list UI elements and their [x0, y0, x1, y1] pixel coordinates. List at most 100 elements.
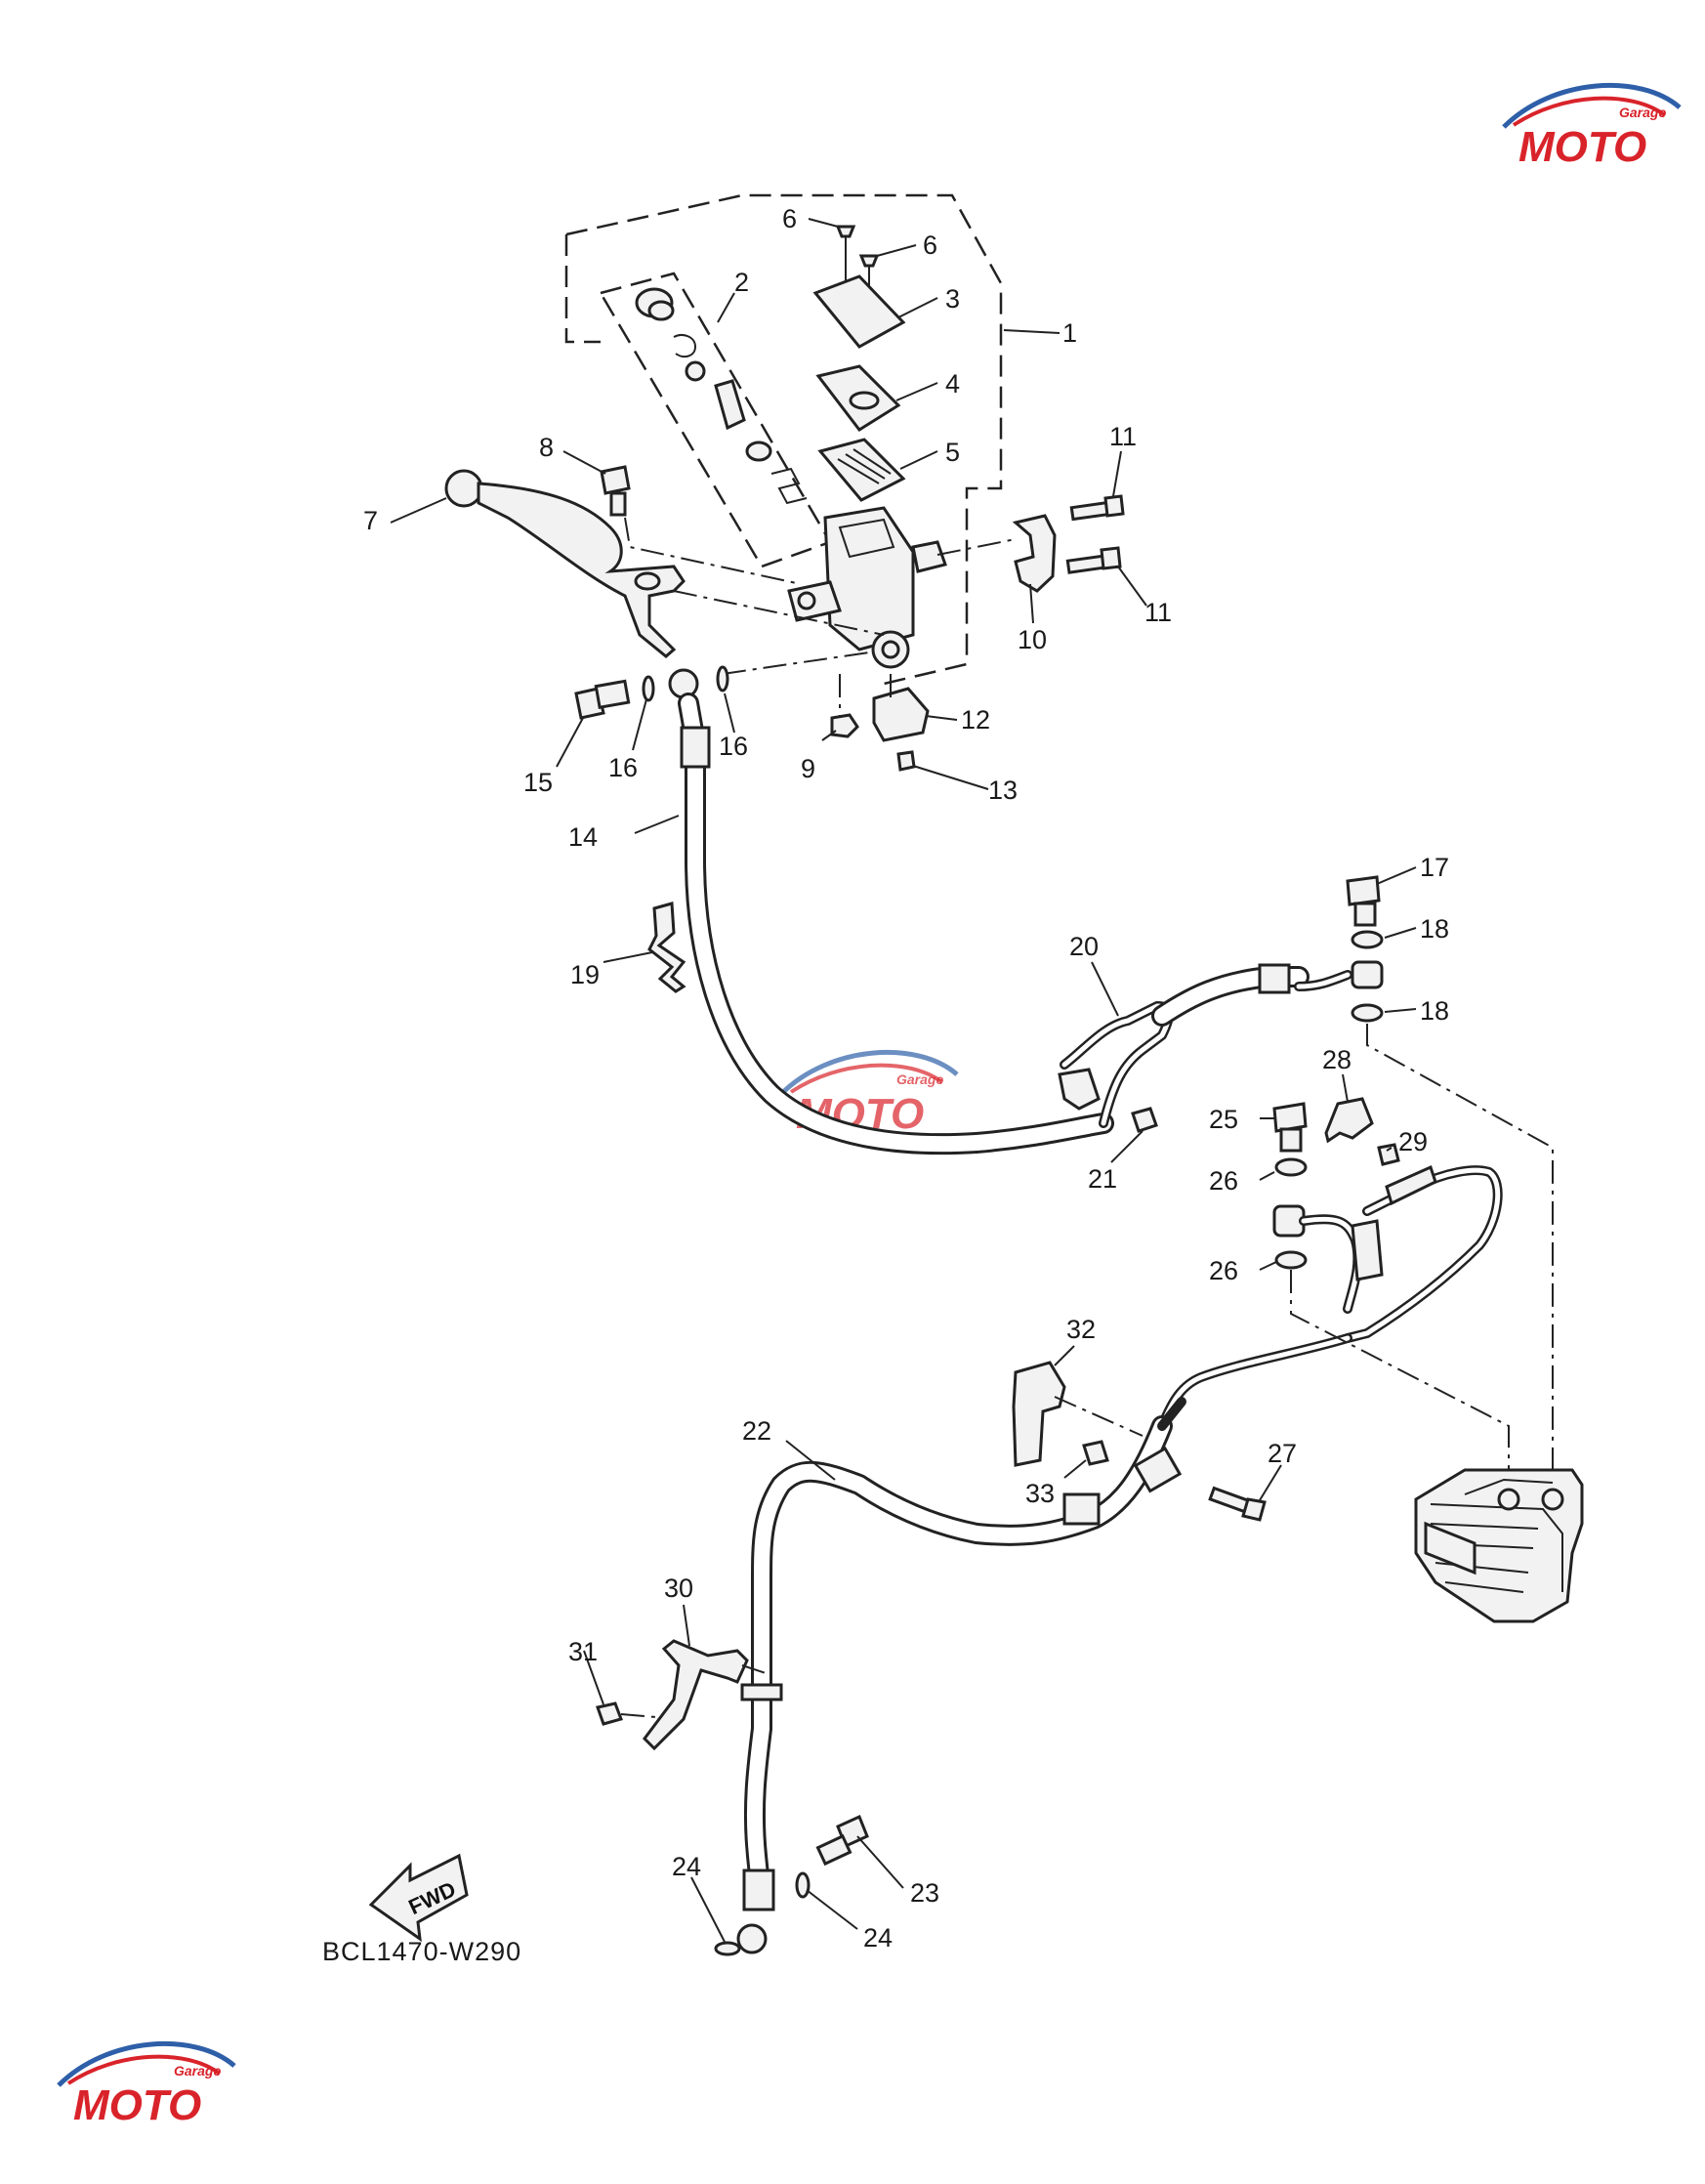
watermark-brand: MOTO — [1518, 123, 1646, 171]
callout-leaders — [390, 218, 1417, 1943]
callout-18a: 18 — [1420, 914, 1449, 944]
callout-7: 7 — [363, 506, 378, 535]
callout-22: 22 — [742, 1416, 771, 1446]
callout-14: 14 — [568, 822, 598, 852]
callout-1: 1 — [1062, 318, 1077, 348]
assembly-box-master-cylinder — [565, 193, 1003, 686]
watermark-brand: MOTO — [73, 2081, 201, 2129]
callout-3: 3 — [945, 284, 960, 314]
callout-10: 10 — [1018, 625, 1047, 654]
union-bolt-25 — [1272, 1102, 1308, 1153]
banjo-bolt-upper — [574, 679, 631, 720]
callout-19: 19 — [570, 960, 600, 989]
watermark-sub: Garage — [1619, 105, 1666, 120]
callout-2: 2 — [734, 268, 749, 297]
callout-11a: 11 — [1109, 422, 1137, 451]
callout-30: 30 — [664, 1574, 693, 1603]
callout-21: 21 — [1088, 1164, 1117, 1194]
callout-18b: 18 — [1420, 996, 1449, 1026]
copper-washer-18a — [1351, 930, 1384, 949]
switch-screw — [896, 750, 916, 772]
callout-32: 32 — [1066, 1315, 1096, 1344]
copper-washer-16b — [716, 665, 729, 693]
callout-28: 28 — [1322, 1045, 1352, 1074]
copper-washer-18b — [1351, 1003, 1384, 1023]
callout-26a: 26 — [1209, 1166, 1238, 1196]
callout-29: 29 — [1398, 1127, 1428, 1156]
stay-bolt-31 — [596, 1701, 623, 1726]
reservoir-cap — [812, 274, 906, 349]
callout-27: 27 — [1268, 1439, 1297, 1468]
callout-15: 15 — [523, 768, 553, 797]
callout-31: 31 — [568, 1637, 598, 1666]
callout-6b: 6 — [923, 231, 937, 260]
pipe-holder-28 — [1324, 1097, 1374, 1144]
pivot-nut — [830, 713, 859, 738]
reservoir-screw-6a — [835, 225, 856, 288]
master-cylinder-body — [787, 506, 947, 669]
callout-8: 8 — [539, 433, 554, 462]
callout-4: 4 — [945, 369, 960, 399]
pipe-holder-screw-29 — [1377, 1143, 1400, 1166]
union-bolt-17 — [1346, 875, 1381, 927]
assembly-box-left-edge — [564, 234, 601, 344]
callout-13: 13 — [988, 776, 1018, 805]
fwd-arrow-icon: FWD — [368, 1853, 469, 1943]
callout-24b: 24 — [863, 1923, 893, 1953]
copper-washer-24b — [795, 1871, 811, 1899]
grommet-bolt-27 — [1208, 1486, 1267, 1522]
copper-washer-24a — [714, 1941, 741, 1956]
callout-17: 17 — [1420, 853, 1449, 882]
clamp-bolt-11a — [1069, 494, 1125, 522]
hose-bracket — [1012, 1361, 1066, 1467]
banjo-fitting-upper — [1351, 960, 1384, 989]
copper-washer-16a — [642, 675, 655, 702]
callout-9: 9 — [801, 754, 815, 783]
handlebar-clamp — [1012, 514, 1057, 593]
guide-line-abs-lower — [1290, 1270, 1510, 1499]
copper-washer-26a — [1274, 1157, 1308, 1177]
callout-25: 25 — [1209, 1105, 1238, 1134]
guide-line-stay — [620, 1664, 772, 1718]
pipe-bolt-21 — [1131, 1107, 1158, 1133]
hose-support-stay — [643, 1639, 749, 1751]
guide-line-bracket — [1054, 1396, 1144, 1437]
callout-23: 23 — [910, 1878, 939, 1908]
brake-pipe-upper — [1058, 963, 1352, 1128]
callout-24a: 24 — [672, 1852, 701, 1881]
callout-5: 5 — [945, 438, 960, 467]
diagram-code: BCL1470-W290 — [322, 1937, 521, 1966]
guide-line-abs-upper — [1366, 1024, 1554, 1499]
callout-16a: 16 — [608, 753, 638, 782]
abs-hydraulic-unit — [1414, 1468, 1584, 1623]
diaphragm — [817, 438, 906, 502]
callout-20: 20 — [1069, 932, 1099, 961]
piston-kit-parts — [635, 287, 808, 505]
bracket-bolt-33 — [1082, 1440, 1109, 1466]
callout-11b: 11 — [1144, 598, 1172, 627]
watermark-sub: Garage — [896, 1071, 943, 1087]
hose-guide-clip — [647, 902, 686, 993]
brake-light-switch — [872, 687, 930, 742]
diaphragm-plate-hole — [849, 391, 880, 410]
brake-pipe-abs — [1157, 1164, 1503, 1431]
callout-6a: 6 — [782, 204, 797, 233]
lower-brake-hose — [736, 1397, 1186, 1954]
callout-33: 33 — [1025, 1479, 1055, 1508]
assembly-box-piston-kit — [599, 272, 832, 568]
guide-line-banjo — [722, 651, 892, 718]
watermark-logo-bottom-left: MOTO Garage — [57, 2041, 236, 2129]
copper-washer-26b — [1274, 1250, 1308, 1270]
callout-12: 12 — [961, 705, 990, 735]
callout-26b: 26 — [1209, 1256, 1238, 1285]
brake-lever — [444, 469, 686, 658]
guide-line-clamp — [936, 538, 1017, 556]
watermark-logo-top-right: MOTO Garage — [1502, 83, 1682, 171]
watermark-sub: Garage — [174, 2063, 221, 2079]
clamp-bolt-11b — [1065, 546, 1122, 574]
callout-16b: 16 — [719, 732, 748, 761]
lever-pivot-bolt — [600, 465, 631, 517]
guide-line-lever — [624, 517, 885, 636]
upper-brake-hose — [668, 668, 1114, 1155]
